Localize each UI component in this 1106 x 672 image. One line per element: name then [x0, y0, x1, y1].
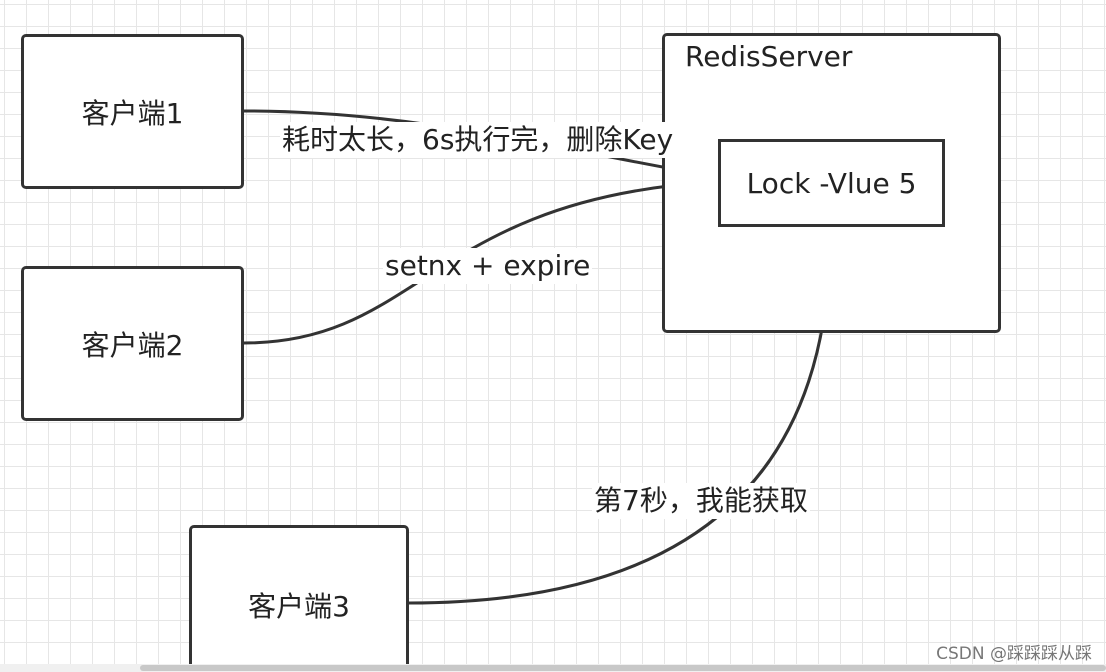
watermark-text: CSDN @踩踩踩从踩: [936, 644, 1092, 664]
client-3-box: 客户端3: [189, 525, 409, 672]
lock-box: Lock -Vlue 5: [718, 139, 945, 227]
edge-label-client2: setnx + expire: [383, 248, 593, 284]
client-2-label: 客户端2: [81, 328, 184, 362]
client-1-label: 客户端1: [81, 96, 184, 130]
client-1-box: 客户端1: [21, 34, 244, 189]
edge-label-client1: 耗时太长，6s执行完，删除Key: [280, 122, 676, 158]
edge-client3-to-lock: [408, 232, 836, 605]
scrollbar-thumb[interactable]: [140, 665, 1106, 671]
redis-server-title: RedisServer: [685, 40, 853, 73]
horizontal-scrollbar[interactable]: [0, 664, 1106, 672]
client-3-label: 客户端3: [248, 590, 350, 623]
lock-label: Lock -Vlue 5: [746, 166, 917, 200]
edge-label-client3: 第7秒，我能获取: [592, 483, 810, 519]
client-2-box: 客户端2: [21, 266, 244, 421]
